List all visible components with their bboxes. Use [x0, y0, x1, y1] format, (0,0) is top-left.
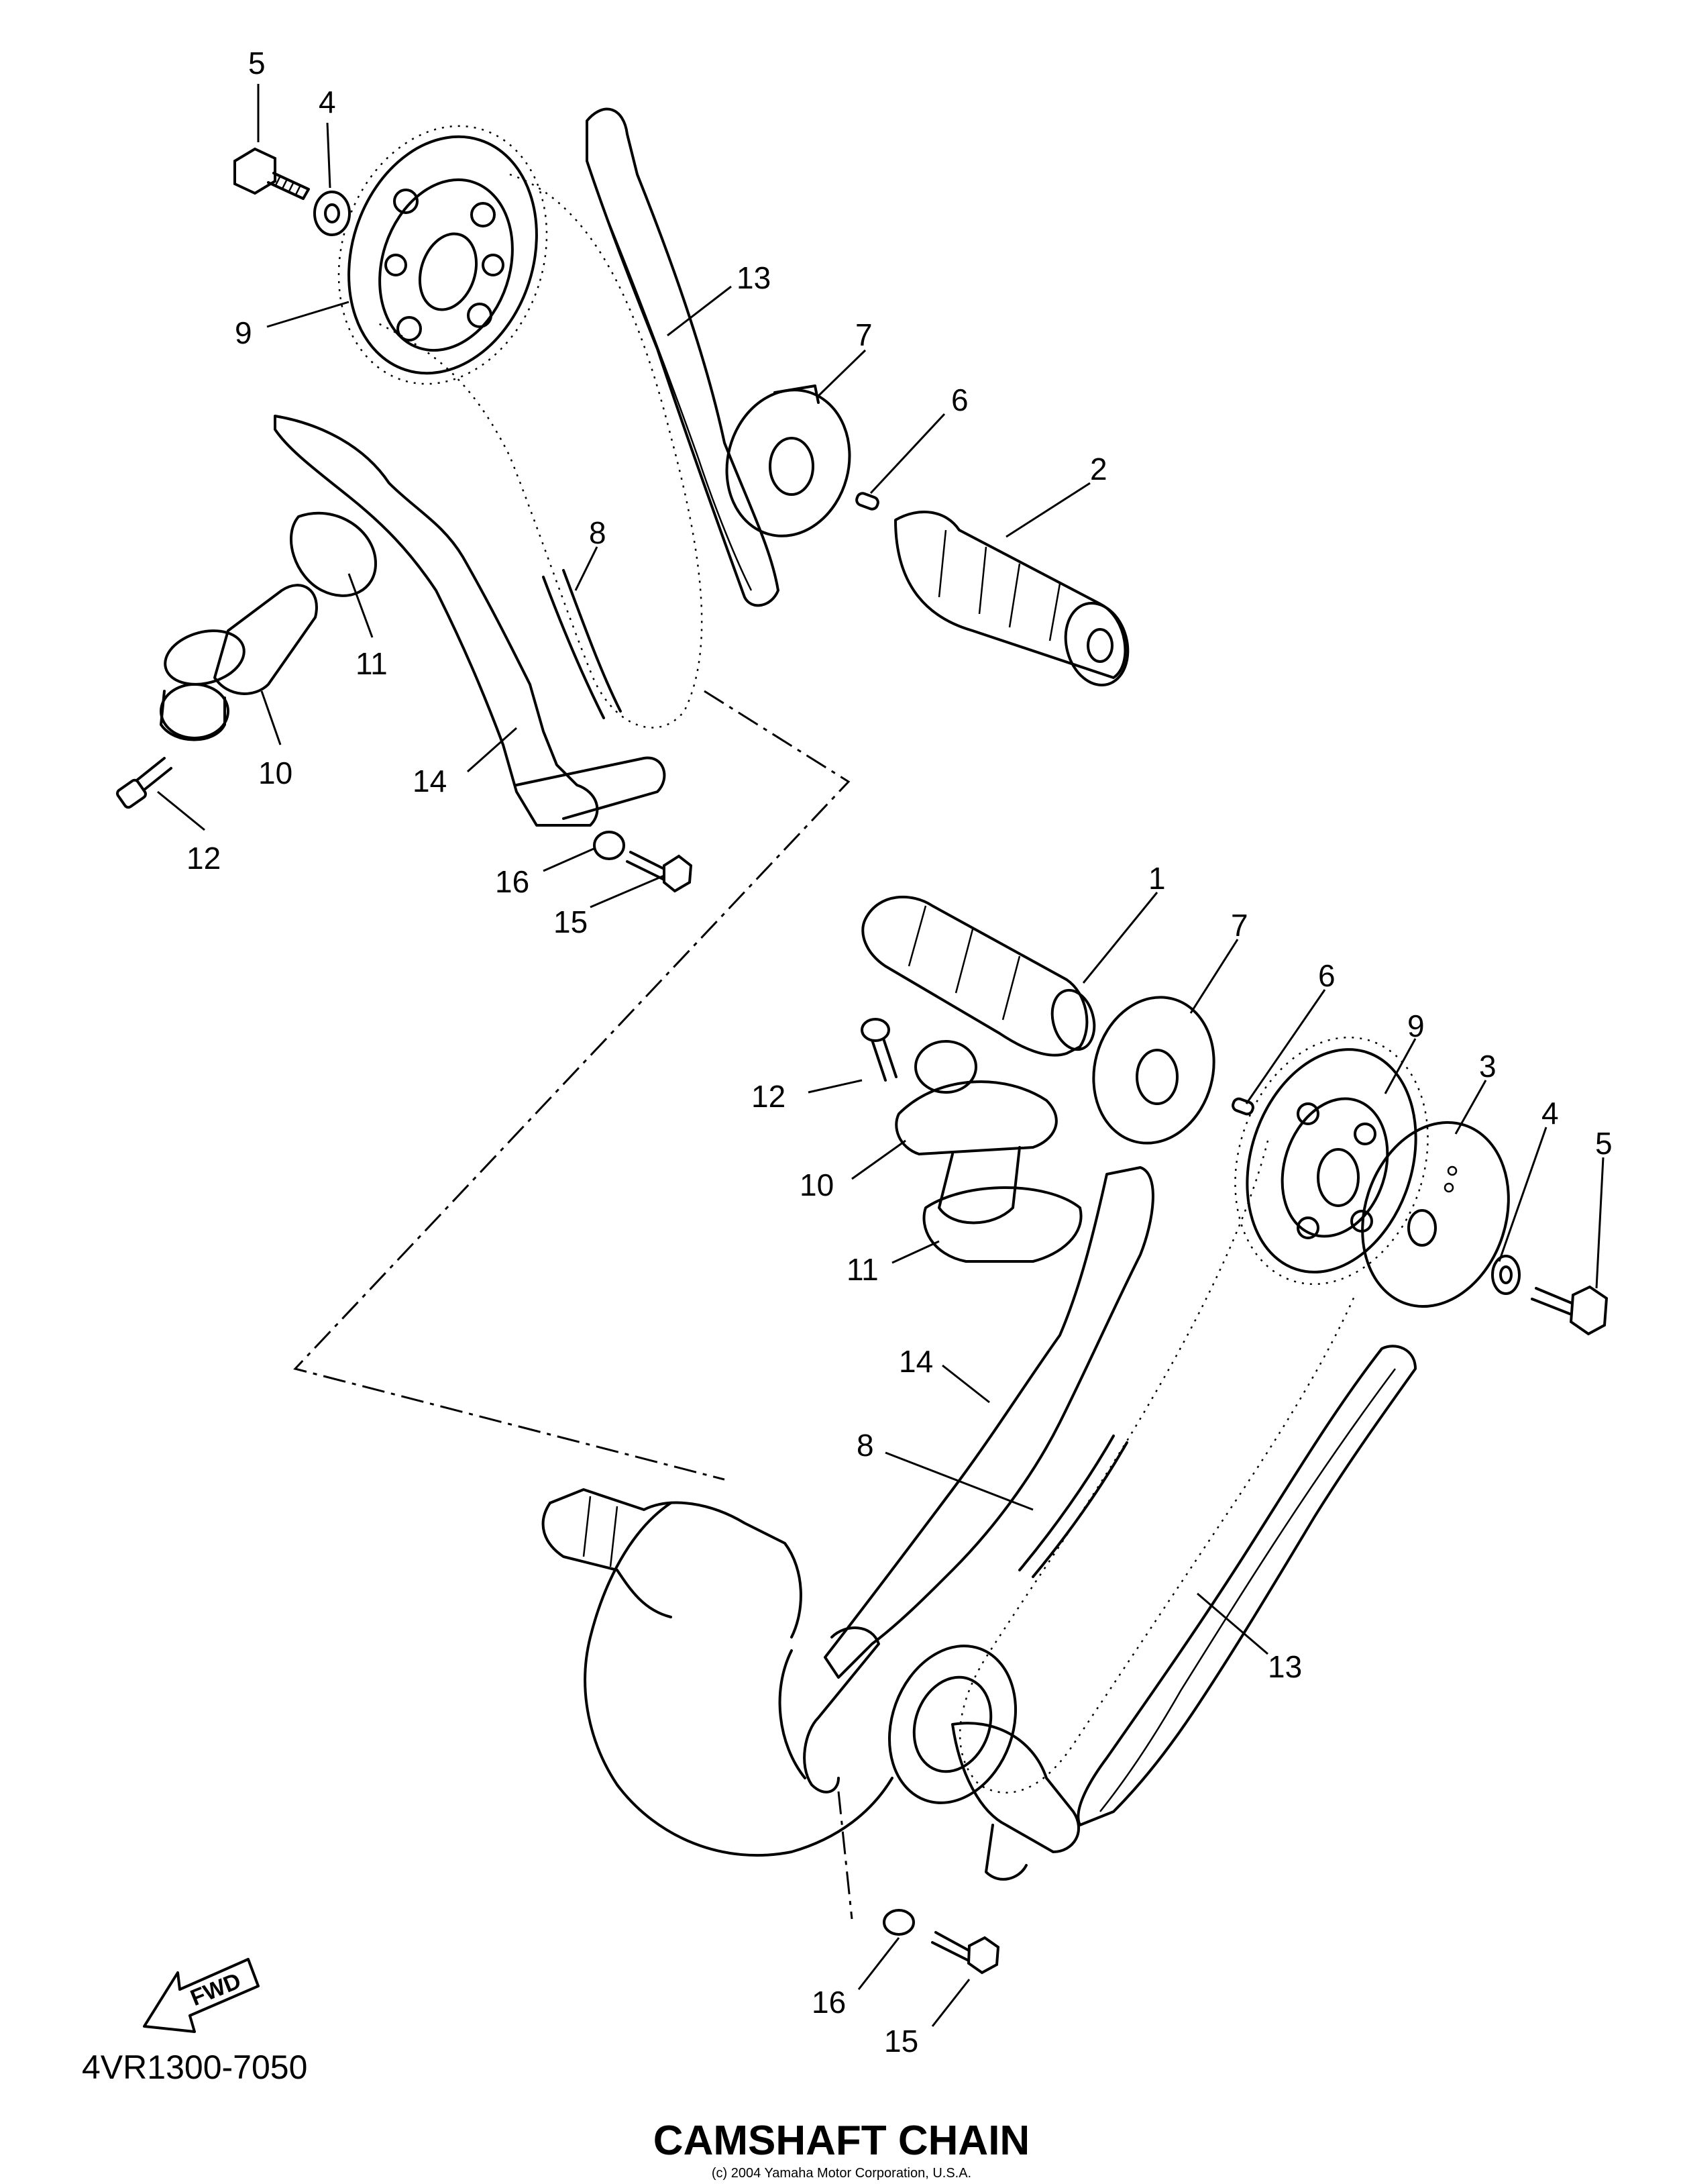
chain-tensioner-upper: [160, 584, 318, 741]
leader-lines: [157, 84, 1605, 2027]
chain-guide-upper: [586, 107, 779, 607]
callout-9-lower: 9: [1407, 1008, 1425, 1043]
callout-numbers: 5 4 9 13 7 6 2 8 11 10 14 12 16 15 1 7 6…: [186, 46, 1613, 2059]
part-code: 4VR1300-7050: [82, 2048, 308, 2086]
callout-6-lower: 6: [1318, 958, 1336, 993]
phantom-assembly-line: [293, 690, 851, 1481]
crankshaft: [541, 1488, 1081, 1881]
callout-4-upper: 4: [319, 85, 336, 119]
callout-1: 1: [1148, 861, 1166, 896]
cam-sprocket-lower: [1234, 1036, 1429, 1286]
chain-links-upper: [542, 569, 622, 719]
callout-14-lower: 14: [899, 1344, 933, 1379]
callout-13-lower: 13: [1268, 1649, 1302, 1684]
callout-14-upper: 14: [413, 764, 447, 798]
tensioner-gasket-upper: [289, 511, 377, 597]
diagram-title: CAMSHAFT CHAIN: [653, 2118, 1030, 2164]
tensioner-gasket-lower: [922, 1186, 1083, 1263]
camshaft-upper: [894, 511, 1130, 687]
washer-guide-upper: [593, 831, 625, 860]
guide-bracket-lower: [803, 1626, 880, 1793]
callout-5-lower: 5: [1595, 1126, 1613, 1161]
callout-15-lower: 15: [884, 2024, 918, 2059]
callout-3: 3: [1479, 1049, 1497, 1084]
cam-chain-lower-loop: [959, 1140, 1356, 1793]
tensioner-guide-upper: [274, 415, 599, 827]
callout-16-upper: 16: [495, 864, 529, 899]
bolt-upper-left: [233, 147, 310, 200]
spacer-upper: [725, 384, 851, 537]
callout-10-lower: 10: [800, 1167, 834, 1202]
callout-13-upper: 13: [737, 260, 771, 295]
bolt-guide-upper: [626, 851, 693, 893]
callout-2: 2: [1090, 452, 1107, 486]
guide-bracket-upper: [515, 756, 666, 820]
spacer-lower: [1092, 996, 1215, 1145]
copyright-notice: (c) 2004 Yamaha Motor Corporation, U.S.A…: [711, 2166, 972, 2181]
callout-12-upper: 12: [186, 841, 221, 876]
bolt-tensioner-lower: [861, 1018, 898, 1082]
washer-guide-lower: [883, 1909, 915, 1936]
tensioner-guide-lower: [824, 1166, 1154, 1679]
bolt-lower-right: [1531, 1285, 1609, 1336]
callout-11-upper: 11: [356, 646, 388, 681]
callout-15-upper: 15: [553, 904, 588, 939]
callout-8-upper: 8: [589, 515, 606, 550]
chain-links-lower: [1018, 1435, 1128, 1578]
callout-4-lower: 4: [1541, 1096, 1559, 1131]
callout-9-upper: 9: [235, 315, 252, 350]
callout-16-lower: 16: [812, 1985, 846, 2020]
washer-upper-left: [313, 191, 351, 236]
bolt-tensioner-upper: [116, 757, 172, 809]
washer-lower-right: [1491, 1255, 1521, 1295]
dowel-pin-lower: [1232, 1097, 1254, 1116]
callout-7-upper: 7: [855, 317, 873, 352]
callout-11-lower: 11: [847, 1252, 879, 1287]
callout-12-lower: 12: [751, 1079, 785, 1114]
bolt-guide-lower: [931, 1931, 1000, 1975]
chain-tensioner-lower: [895, 1040, 1058, 1225]
callout-10-upper: 10: [258, 756, 292, 790]
cam-sprocket-upper: [337, 125, 548, 385]
callout-5-upper: 5: [248, 46, 266, 81]
callout-6-upper: 6: [951, 382, 969, 417]
chain-guide-lower: [1077, 1345, 1417, 1826]
camshaft-lower: [861, 895, 1096, 1057]
sprocket-plate: [1361, 1121, 1510, 1308]
fwd-arrow-icon: FWD: [143, 1958, 260, 2033]
dowel-pin-upper: [855, 492, 879, 511]
callout-8-lower: 8: [857, 1428, 874, 1463]
callout-7-lower: 7: [1231, 908, 1248, 943]
